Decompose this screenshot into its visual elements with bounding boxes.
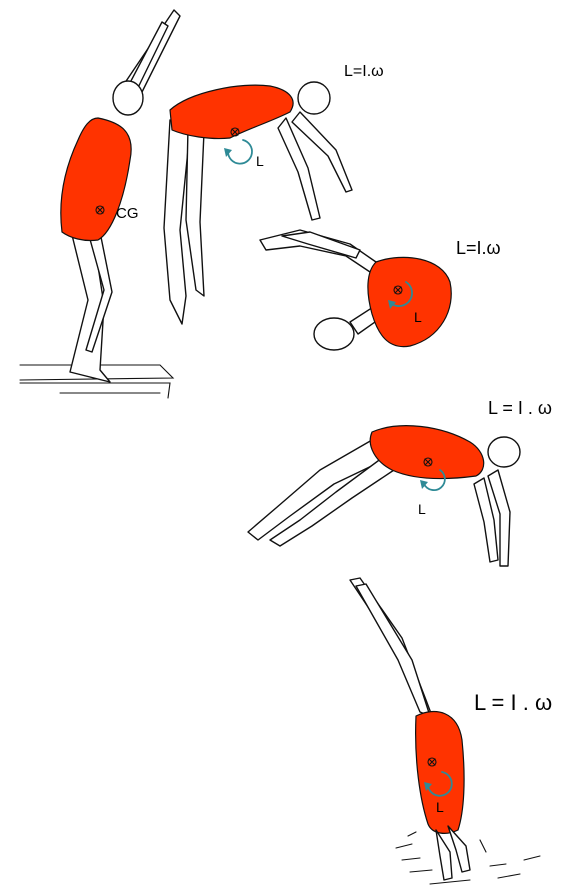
- l-label-pose3: L: [414, 309, 422, 325]
- diver-layout: [248, 426, 520, 566]
- formula-4: L = I . ω: [474, 690, 552, 715]
- diver-tucked: [260, 230, 451, 350]
- head: [488, 437, 520, 467]
- head: [314, 318, 354, 350]
- head: [298, 82, 330, 114]
- diver-standing: [61, 10, 180, 382]
- curved-arrow-icon: [228, 140, 252, 164]
- l-label-pose2: L: [256, 153, 264, 169]
- swimsuit: [416, 711, 464, 833]
- cg-label: CG: [116, 205, 139, 222]
- l-label-pose5: L: [436, 799, 444, 815]
- swimsuit: [61, 118, 131, 241]
- diver-entry: [350, 578, 540, 884]
- l-label-pose4: L: [418, 501, 426, 517]
- formula-3: L = I . ω: [488, 398, 552, 418]
- diver-arched: [164, 82, 352, 324]
- formula-1: L=I.ω: [344, 63, 384, 80]
- head: [113, 81, 143, 115]
- formula-2: L=I.ω: [456, 238, 501, 258]
